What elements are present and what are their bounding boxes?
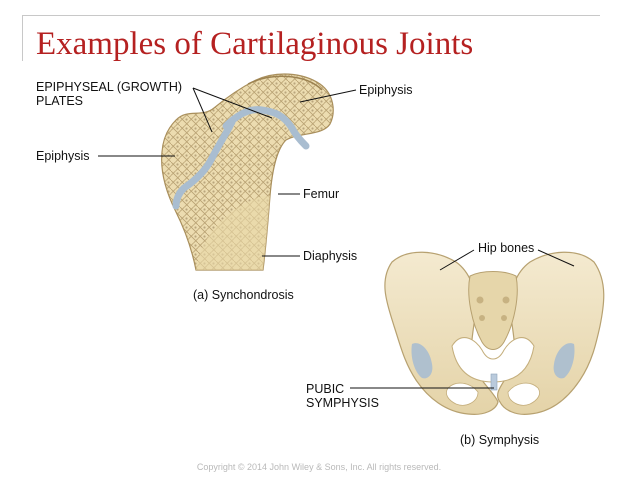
label-pubic-symphysis-line2: SYMPHYSIS — [306, 396, 379, 410]
leader-epiphysis-right — [299, 89, 357, 103]
label-femur: Femur — [303, 187, 340, 201]
label-epiphyseal-plates-line1: EPIPHYSEAL (GROWTH) — [36, 80, 183, 94]
pelvis-drawing — [384, 251, 605, 415]
label-hip-bones: Hip bones — [478, 241, 535, 255]
label-epiphyseal-plates-line2: PLATES — [36, 94, 84, 108]
right-hip-bone — [497, 251, 605, 415]
label-epiphysis-left: Epiphysis — [36, 149, 90, 163]
left-obturator-foramen — [446, 382, 479, 406]
sacrum — [468, 271, 518, 350]
sacral-foramen — [479, 315, 485, 321]
femur-head-rim — [247, 75, 323, 91]
copyright-footer: Copyright © 2014 John Wiley & Sons, Inc.… — [196, 462, 442, 472]
label-pubic-symphysis-line1: PUBIC — [306, 382, 345, 396]
right-acetabulum-cartilage — [553, 343, 575, 379]
caption-synchondrosis: (a) Synchondrosis — [193, 288, 294, 302]
left-acetabulum-cartilage — [411, 343, 433, 379]
frame-top-line — [22, 15, 600, 16]
label-diaphysis: Diaphysis — [303, 249, 358, 263]
caption-symphysis: (b) Symphysis — [460, 433, 540, 447]
frame-left-line — [22, 15, 23, 61]
femur-cortical-shaft — [196, 196, 270, 270]
head-growth-plate — [222, 106, 310, 150]
trochanter-growth-plate — [172, 118, 236, 210]
leader-epiphyseal-2 — [192, 87, 273, 119]
pubic-symphysis-cartilage — [490, 373, 498, 391]
right-obturator-foramen — [507, 382, 540, 406]
leader-lines — [98, 87, 575, 389]
sacral-foramen — [476, 296, 484, 304]
slide-title: Examples of Cartilaginous Joints — [36, 26, 474, 62]
femur-drawing — [161, 73, 334, 271]
sacral-foramen — [501, 315, 507, 321]
sacral-foramen — [502, 296, 510, 304]
leader-epiphyseal-1 — [192, 87, 213, 133]
leader-hip-bones-right — [537, 249, 575, 267]
pelvic-inlet — [451, 337, 535, 383]
leader-hip-bones-left — [439, 249, 475, 271]
label-epiphysis-right: Epiphysis — [359, 83, 413, 97]
